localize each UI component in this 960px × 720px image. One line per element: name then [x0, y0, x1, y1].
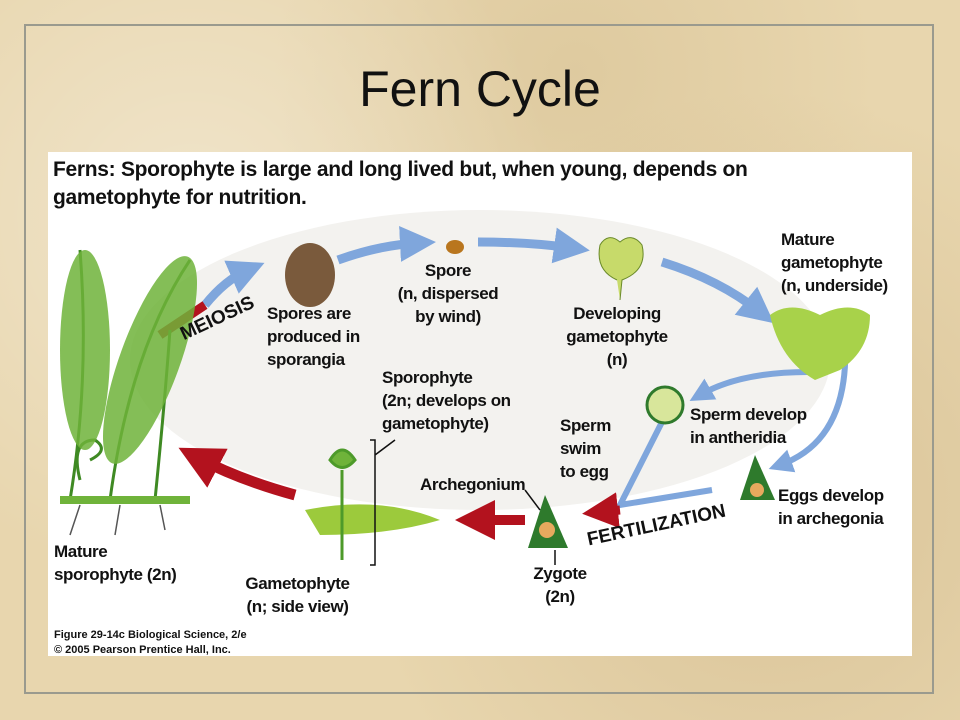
arrow-gametophyte-to-mature-sporophyte — [178, 447, 297, 501]
antheridium-icon — [645, 385, 685, 425]
figure-caption: Figure 29-14c Biological Science, 2/e© 2… — [54, 629, 247, 656]
mature-gametophyte-icon — [770, 307, 870, 380]
cycle-background — [130, 210, 830, 510]
roots — [69, 504, 166, 536]
arrow-fertilization — [582, 492, 621, 529]
heading-text-2: gametophyte for nutrition. — [53, 186, 307, 209]
young-sporophyte-icon — [328, 448, 357, 560]
spore-icon — [446, 240, 464, 254]
label-gametophyte-side: Gametophyte(n; side view) — [245, 574, 350, 616]
arrow-to-antheridia — [689, 369, 809, 401]
archegonium-zygote-icon — [528, 495, 568, 548]
developing-gametophyte-icon — [598, 237, 644, 301]
diagram-heading: Ferns: Sporophyte is large and long live… — [53, 156, 748, 212]
archegonium-egg-icon — [740, 455, 775, 500]
label-archegonium: Archegonium — [420, 475, 526, 494]
slide-title: Fern Cycle — [359, 61, 601, 117]
slide-frame — [24, 24, 934, 694]
arrow-sperm-swim — [614, 420, 713, 509]
bracket — [370, 439, 396, 566]
arrow-developing-to-mature — [660, 257, 775, 324]
arrow-sporangia-to-spore — [336, 225, 436, 265]
arrow-meiosis-to-sporangia — [201, 260, 265, 308]
archegonium-pointer — [524, 489, 556, 565]
arrow-spore-to-developing — [477, 227, 590, 264]
gametophyte-side-icon — [305, 504, 440, 535]
sporangium — [285, 243, 335, 307]
heading-text: Sporophyte is large and long lived but, … — [120, 158, 748, 181]
label-zygote: Zygote(2n) — [533, 564, 587, 606]
heading-lead: Ferns: — [53, 158, 116, 181]
